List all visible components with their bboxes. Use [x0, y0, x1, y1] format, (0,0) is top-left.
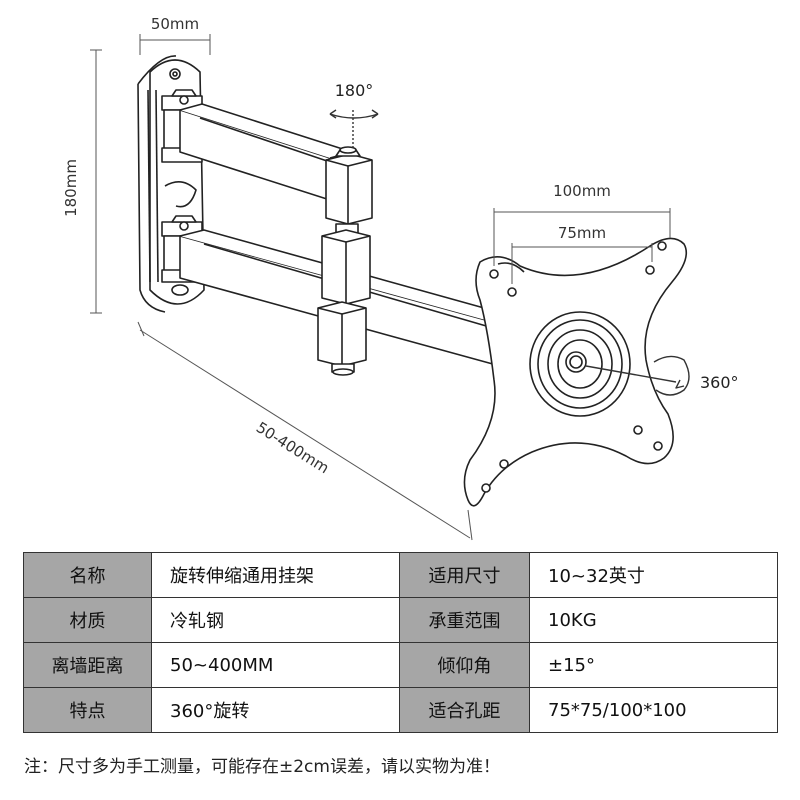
label-extension: 50-400mm: [253, 418, 332, 477]
spec-label: 离墙距离: [23, 642, 152, 688]
spec-value: ±15°: [529, 642, 778, 688]
bottom-joint: [317, 301, 367, 376]
dim-vesa: [493, 208, 671, 284]
bracket-diagram: 50mm 180mm 180° 100mm 75mm 360° 50-400mm: [62, 15, 739, 541]
label-plate-width: 50mm: [151, 15, 199, 33]
disclaimer-note: 注：尺寸多为手工测量，可能存在±2cm误差，请以实物为准！: [24, 757, 500, 777]
label-vesa-inner: 75mm: [558, 224, 606, 242]
spec-value: 10KG: [529, 597, 778, 643]
table-row: 名称 旋转伸缩通用挂架 适用尺寸 10~32英寸: [23, 552, 778, 598]
table-row: 离墙距离 50~400MM 倾仰角 ±15°: [23, 642, 778, 688]
spec-table: 名称 旋转伸缩通用挂架 适用尺寸 10~32英寸 材质 冷轧钢 承重范围 10K…: [23, 552, 778, 733]
vesa-plate: [463, 237, 688, 507]
spec-label: 适用尺寸: [399, 552, 530, 598]
spec-value: 360°旋转: [151, 687, 400, 733]
spec-value: 冷轧钢: [151, 597, 400, 643]
middle-joint: [325, 146, 373, 237]
table-row: 特点 360°旋转 适合孔距 75*75/100*100: [23, 687, 778, 733]
dim-height: [90, 49, 102, 314]
label-vesa-outer: 100mm: [553, 182, 611, 200]
spec-label: 特点: [23, 687, 152, 733]
spec-value: 旋转伸缩通用挂架: [151, 552, 400, 598]
lower-knuckle: [321, 229, 371, 305]
label-rotation-plate: 360°: [700, 373, 739, 392]
rotation-arrow-plate-icon: [585, 355, 690, 396]
label-rotation-vertical: 180°: [335, 81, 374, 100]
label-height: 180mm: [62, 159, 80, 217]
spec-label: 倾仰角: [399, 642, 530, 688]
spec-label: 承重范围: [399, 597, 530, 643]
spec-label: 材质: [23, 597, 152, 643]
spec-value: 50~400MM: [151, 642, 400, 688]
spec-value: 10~32英寸: [529, 552, 778, 598]
spec-label: 适合孔距: [399, 687, 530, 733]
spec-label: 名称: [23, 552, 152, 598]
spec-value: 75*75/100*100: [529, 687, 778, 733]
dim-extension: [137, 321, 473, 541]
rotation-arrow-top-icon: [329, 109, 379, 150]
table-row: 材质 冷轧钢 承重范围 10KG: [23, 597, 778, 643]
dim-plate-width: [139, 34, 211, 55]
